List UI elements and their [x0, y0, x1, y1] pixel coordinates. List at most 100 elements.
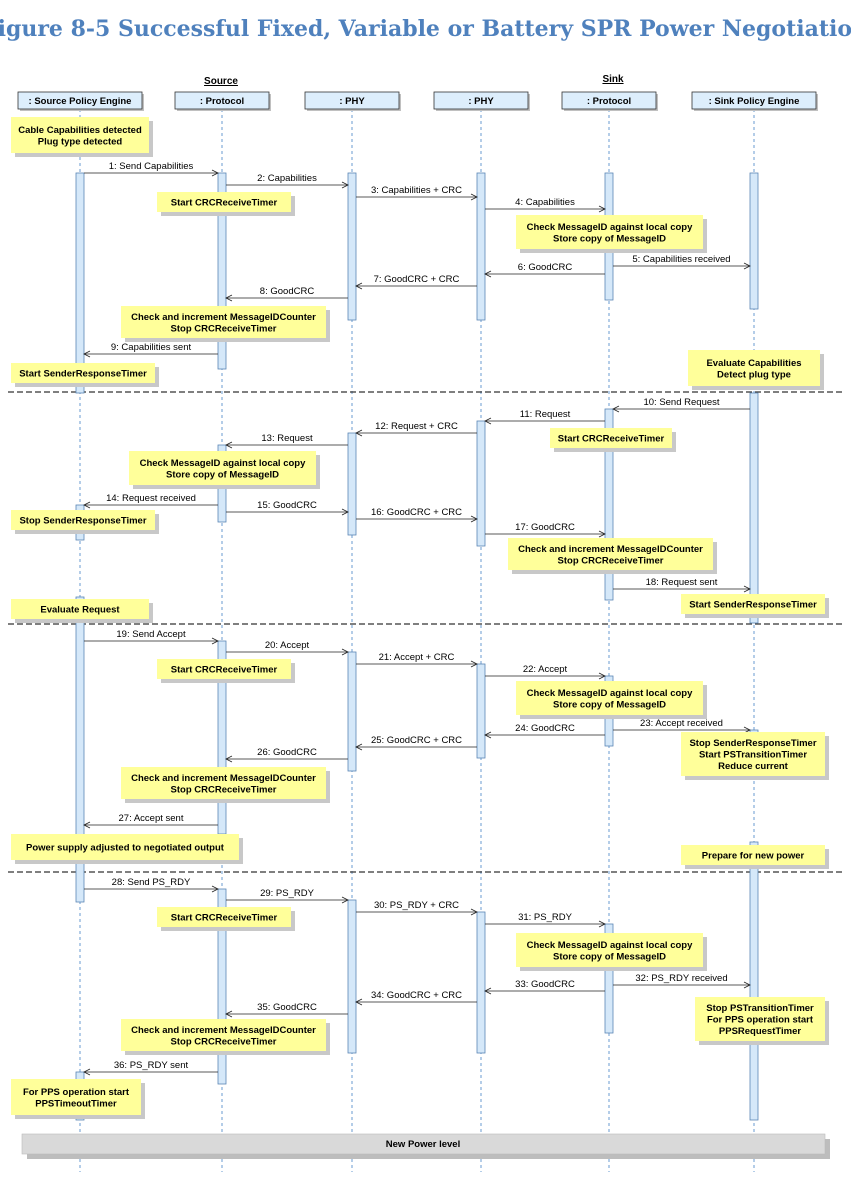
message-label: 10: Send Request [643, 397, 719, 408]
activation-bar [217, 888, 227, 1085]
message-23: 23: Accept received [613, 718, 751, 734]
note-text: Check and increment MessageIDCounter [131, 312, 316, 323]
note-text: Start CRCReceiveTimer [171, 198, 278, 209]
message-17: 17: GoodCRC [485, 522, 606, 538]
note-5: Start SenderResponseTimer [11, 363, 159, 387]
message-label: 21: Accept + CRC [379, 652, 455, 663]
note-text: Stop PSTransitionTimer [706, 1003, 814, 1014]
note-text: PPSTimeoutTimer [35, 1098, 117, 1109]
message-8: 8: GoodCRC [225, 286, 348, 302]
message-27: 27: Accept sent [83, 813, 218, 829]
message-label: 24: GoodCRC [515, 723, 575, 734]
note-text: Check MessageID against local copy [527, 688, 694, 699]
message-label: 4: Capabilities [515, 197, 575, 208]
note-text: Start CRCReceiveTimer [558, 434, 665, 445]
note-text: Plug type detected [38, 136, 123, 147]
note-text: Stop SenderResponseTimer [19, 516, 146, 527]
message-29: 29: PS_RDY [226, 888, 349, 904]
message-label: 1: Send Capabilities [109, 161, 194, 172]
message-label: 20: Accept [265, 640, 310, 651]
message-label: 34: GoodCRC + CRC [371, 990, 462, 1001]
note-8: Check MessageID against local copyStore … [129, 451, 320, 489]
note-text: Check MessageID against local copy [140, 458, 307, 469]
message-22: 22: Accept [485, 664, 606, 680]
note-10: Check and increment MessageIDCounterStop… [508, 538, 717, 574]
activation-bar [604, 408, 614, 601]
message-label: 8: GoodCRC [260, 286, 315, 297]
activation-bar [476, 663, 486, 759]
activation-bar [476, 911, 486, 1054]
message-35: 35: GoodCRC [225, 1002, 348, 1018]
note-19: Start CRCReceiveTimer [157, 907, 295, 931]
note-12: Start SenderResponseTimer [681, 594, 829, 618]
message-31: 31: PS_RDY [485, 912, 606, 928]
activation-bar [75, 172, 85, 394]
activation-bar [476, 172, 486, 321]
message-12: 12: Request + CRC [355, 421, 477, 437]
message-label: 19: Send Accept [116, 629, 186, 640]
banner-label: New Power level [386, 1139, 460, 1150]
note-text: Store copy of MessageID [166, 469, 279, 480]
lifeline-label-0: : Source Policy Engine [29, 96, 132, 107]
message-36: 36: PS_RDY sent [83, 1060, 218, 1076]
message-14: 14: Request received [83, 493, 218, 509]
message-label: 30: PS_RDY + CRC [374, 900, 459, 911]
message-label: 35: GoodCRC [257, 1002, 317, 1013]
note-text: Stop CRCReceiveTimer [171, 784, 277, 795]
message-5: 5: Capabilities received [613, 254, 751, 270]
message-label: 27: Accept sent [119, 813, 184, 824]
message-16: 16: GoodCRC + CRC [356, 507, 478, 523]
activation-bar [347, 651, 357, 772]
message-label: 12: Request + CRC [375, 421, 458, 432]
message-label: 25: GoodCRC + CRC [371, 735, 462, 746]
note-text: Prepare for new power [702, 851, 805, 862]
note-text: Stop SenderResponseTimer [689, 738, 816, 749]
message-label: 29: PS_RDY [260, 888, 315, 899]
lifeline-header-0: : Source Policy Engine [17, 91, 144, 111]
lifeline-label-3: : PHY [468, 96, 494, 107]
note-2: Start CRCReceiveTimer [157, 192, 295, 216]
message-26: 26: GoodCRC [225, 747, 348, 763]
note-text: For PPS operation start [23, 1087, 130, 1098]
message-24: 24: GoodCRC [484, 723, 605, 739]
note-text: For PPS operation start [707, 1015, 814, 1026]
message-label: 36: PS_RDY sent [114, 1060, 189, 1071]
note-20: Check MessageID against local copyStore … [516, 933, 707, 971]
message-30: 30: PS_RDY + CRC [356, 900, 478, 916]
message-19: 19: Send Accept [84, 629, 219, 645]
message-label: 33: GoodCRC [515, 979, 575, 990]
message-4: 4: Capabilities [485, 197, 606, 213]
message-label: 32: PS_RDY received [635, 973, 727, 984]
message-label: 2: Capabilities [257, 173, 317, 184]
note-text: Store copy of MessageID [553, 699, 666, 710]
message-20: 20: Accept [226, 640, 349, 656]
message-33: 33: GoodCRC [484, 979, 605, 995]
message-label: 7: GoodCRC + CRC [374, 274, 460, 285]
note-text: Start CRCReceiveTimer [171, 665, 278, 676]
message-25: 25: GoodCRC + CRC [355, 735, 477, 751]
message-2: 2: Capabilities [226, 173, 349, 189]
note-7: Start CRCReceiveTimer [550, 428, 676, 452]
message-label: 5: Capabilities received [632, 254, 730, 265]
note-text: Start SenderResponseTimer [19, 369, 147, 380]
note-text: Evaluate Capabilities [706, 358, 801, 369]
new-power-level-banner: New Power level [21, 1133, 830, 1159]
note-4: Check and increment MessageIDCounterStop… [121, 306, 330, 342]
note-text: Stop CRCReceiveTimer [558, 555, 664, 566]
note-3: Check MessageID against local copyStore … [516, 215, 707, 253]
message-label: 11: Request [520, 409, 571, 420]
activation-bar [476, 420, 486, 547]
lifeline-header-4: : Protocol [561, 91, 658, 111]
message-15: 15: GoodCRC [226, 500, 349, 516]
figure-title: Figure 8-5 Successful Fixed, Variable or… [0, 16, 851, 42]
note-text: Check and increment MessageIDCounter [518, 544, 703, 555]
note-9: Stop SenderResponseTimer [11, 510, 159, 534]
message-7: 7: GoodCRC + CRC [355, 274, 477, 290]
message-label: 3: Capabilities + CRC [371, 185, 462, 196]
lifeline-label-5: : Sink Policy Engine [709, 96, 800, 107]
lifeline-header-2: : PHY [304, 91, 401, 111]
note-text: Check MessageID against local copy [527, 940, 694, 951]
